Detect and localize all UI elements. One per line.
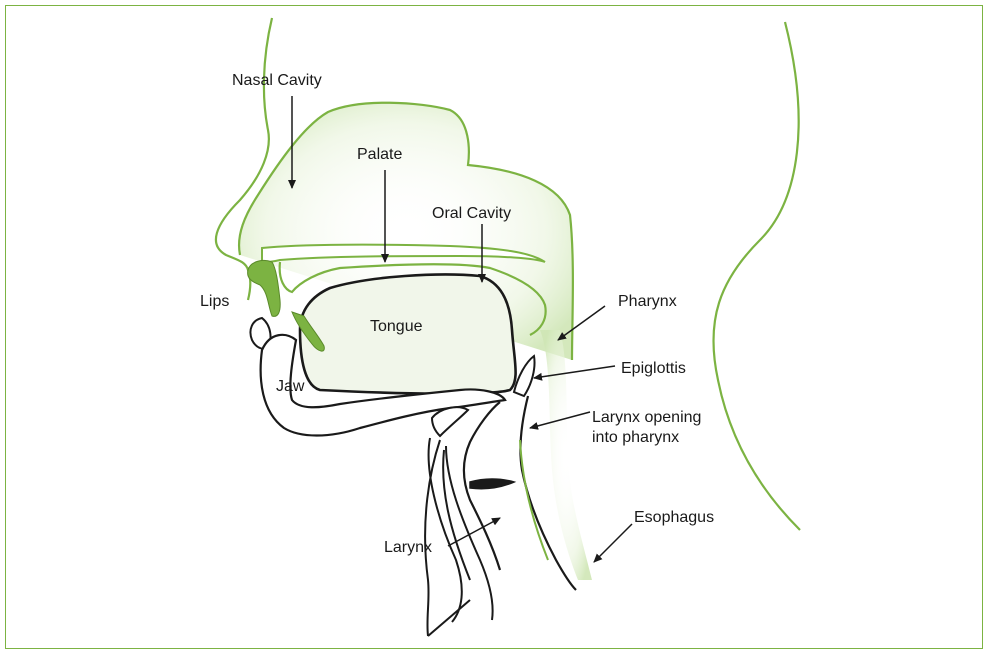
figure-border (5, 5, 983, 649)
